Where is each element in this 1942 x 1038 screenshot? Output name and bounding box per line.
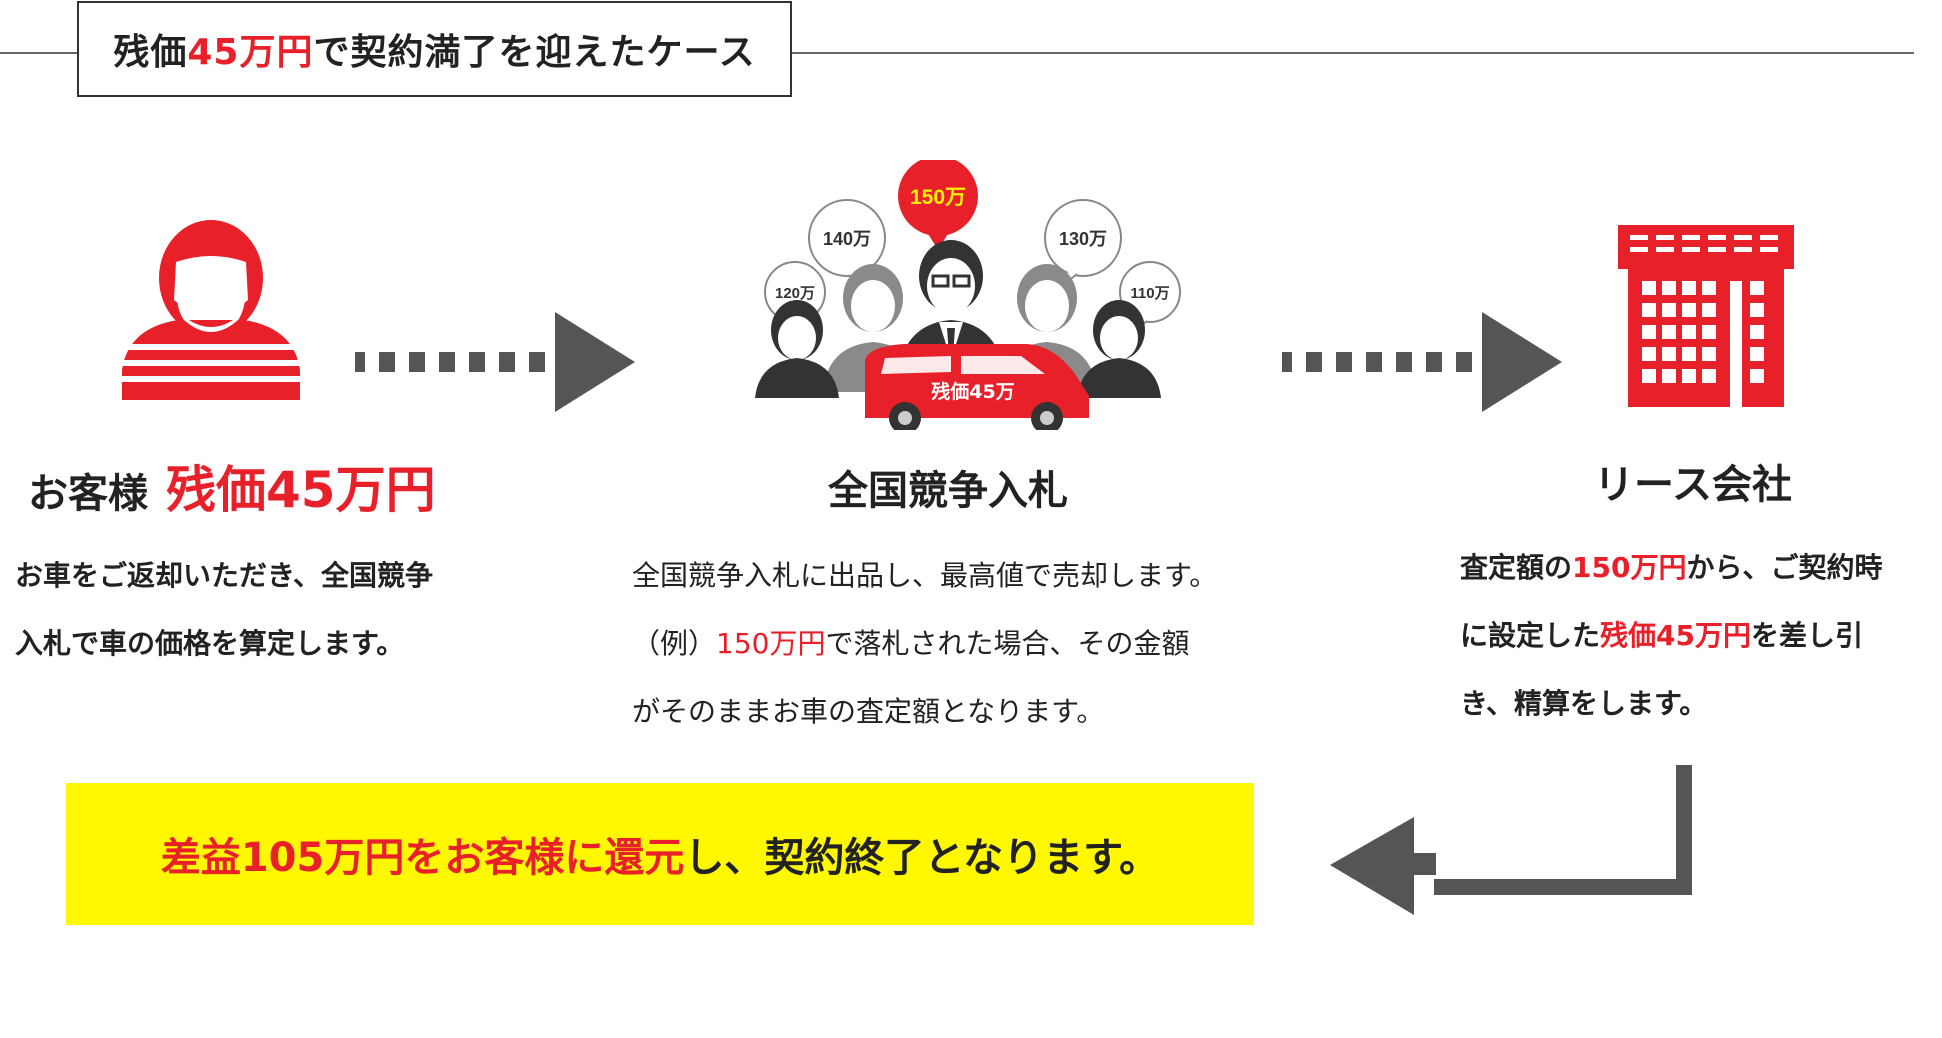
car-residual-label: 残価45万 (931, 380, 1014, 403)
step-customer-label: お客様残価45万円 (28, 450, 436, 522)
bid-label-150: 150万 (910, 186, 966, 209)
result-banner: 差益105万円をお客様に還元し、契約終了となります。 (66, 783, 1254, 925)
description-highlight: 残価45万円 (1600, 619, 1751, 652)
customer-person-icon (122, 220, 300, 400)
header-line-left (0, 52, 78, 54)
lease-company-building-icon (1618, 225, 1794, 407)
bid-label-140: 140万 (823, 229, 871, 249)
description-line: お車をご返却いただき、全国競争 (15, 542, 433, 610)
dotted-arrow-right-2 (1282, 312, 1562, 412)
description-text: 入札で車の価格を算定します。 (15, 627, 405, 660)
description-text: お車をご返却いただき、全国競争 (15, 559, 434, 592)
description-highlight: 150万円 (1572, 551, 1687, 584)
banner-black-text: し、契約終了となります。 (684, 835, 1160, 881)
case-title-prefix: 残価 (113, 32, 188, 73)
red-car: 残価45万 (865, 344, 1089, 430)
description-line: がそのままお車の査定額となります。 (632, 678, 1217, 746)
dotted-arrow-right-1 (355, 312, 635, 412)
return-arrow-left (1330, 765, 1692, 915)
description-text: 査定額の (1460, 551, 1573, 584)
step-auction-description: 全国競争入札に出品し、最高値で売却します。 （例）150万円で落札された場合、その… (632, 542, 1217, 746)
description-text: に設定した (1460, 619, 1601, 652)
step-customer-description: お車をご返却いただき、全国競争入札で車の価格を算定します。 (15, 542, 433, 678)
description-text: 全国競争入札に出品し、最高値で売却します。 (632, 559, 1218, 592)
case-title-highlight: 45万円 (187, 32, 314, 73)
bid-bubble-150-top: 150万 (898, 160, 978, 250)
description-line: 査定額の150万円から、ご契約時 (1460, 534, 1882, 602)
description-text: き、精算をします。 (1460, 687, 1708, 720)
header-line-right (791, 52, 1914, 54)
banner-red-text: 差益105万円をお客様に還元 (160, 835, 685, 881)
customer-residual-value: 残価45万円 (166, 461, 436, 519)
step-auction-label: 全国競争入札 (828, 468, 1068, 514)
bid-label-130: 130万 (1059, 229, 1107, 249)
bid-label-110: 110万 (1130, 285, 1169, 302)
description-text: を差し引 (1750, 619, 1863, 652)
description-text: がそのままお車の査定額となります。 (632, 695, 1105, 728)
description-line: に設定した残価45万円を差し引 (1460, 602, 1882, 670)
description-line: （例）150万円で落札された場合、その金額 (632, 610, 1217, 678)
description-line: き、精算をします。 (1460, 670, 1882, 738)
description-highlight: 150万円 (716, 627, 826, 660)
step-lease-company-label: リース会社 (1594, 462, 1792, 508)
description-text: （例） (632, 627, 717, 660)
bid-label-120: 120万 (775, 285, 815, 302)
description-line: 入札で車の価格を算定します。 (15, 610, 433, 678)
step-lease-company-description: 査定額の150万円から、ご契約時に設定した残価45万円を差し引き、精算をします。 (1460, 534, 1882, 738)
customer-label-text: お客様 (28, 471, 148, 517)
description-text: から、ご契約時 (1686, 551, 1883, 584)
case-title-suffix: で契約満了を迎えたケース (313, 32, 756, 73)
bidder-right-front (1077, 300, 1161, 398)
auction-illustration: 120万 140万 150万 130万 110万 (755, 160, 1181, 430)
description-text: で落札された場合、その金額 (825, 627, 1190, 660)
description-line: 全国競争入札に出品し、最高値で売却します。 (632, 542, 1217, 610)
bidder-left-front (755, 300, 839, 398)
